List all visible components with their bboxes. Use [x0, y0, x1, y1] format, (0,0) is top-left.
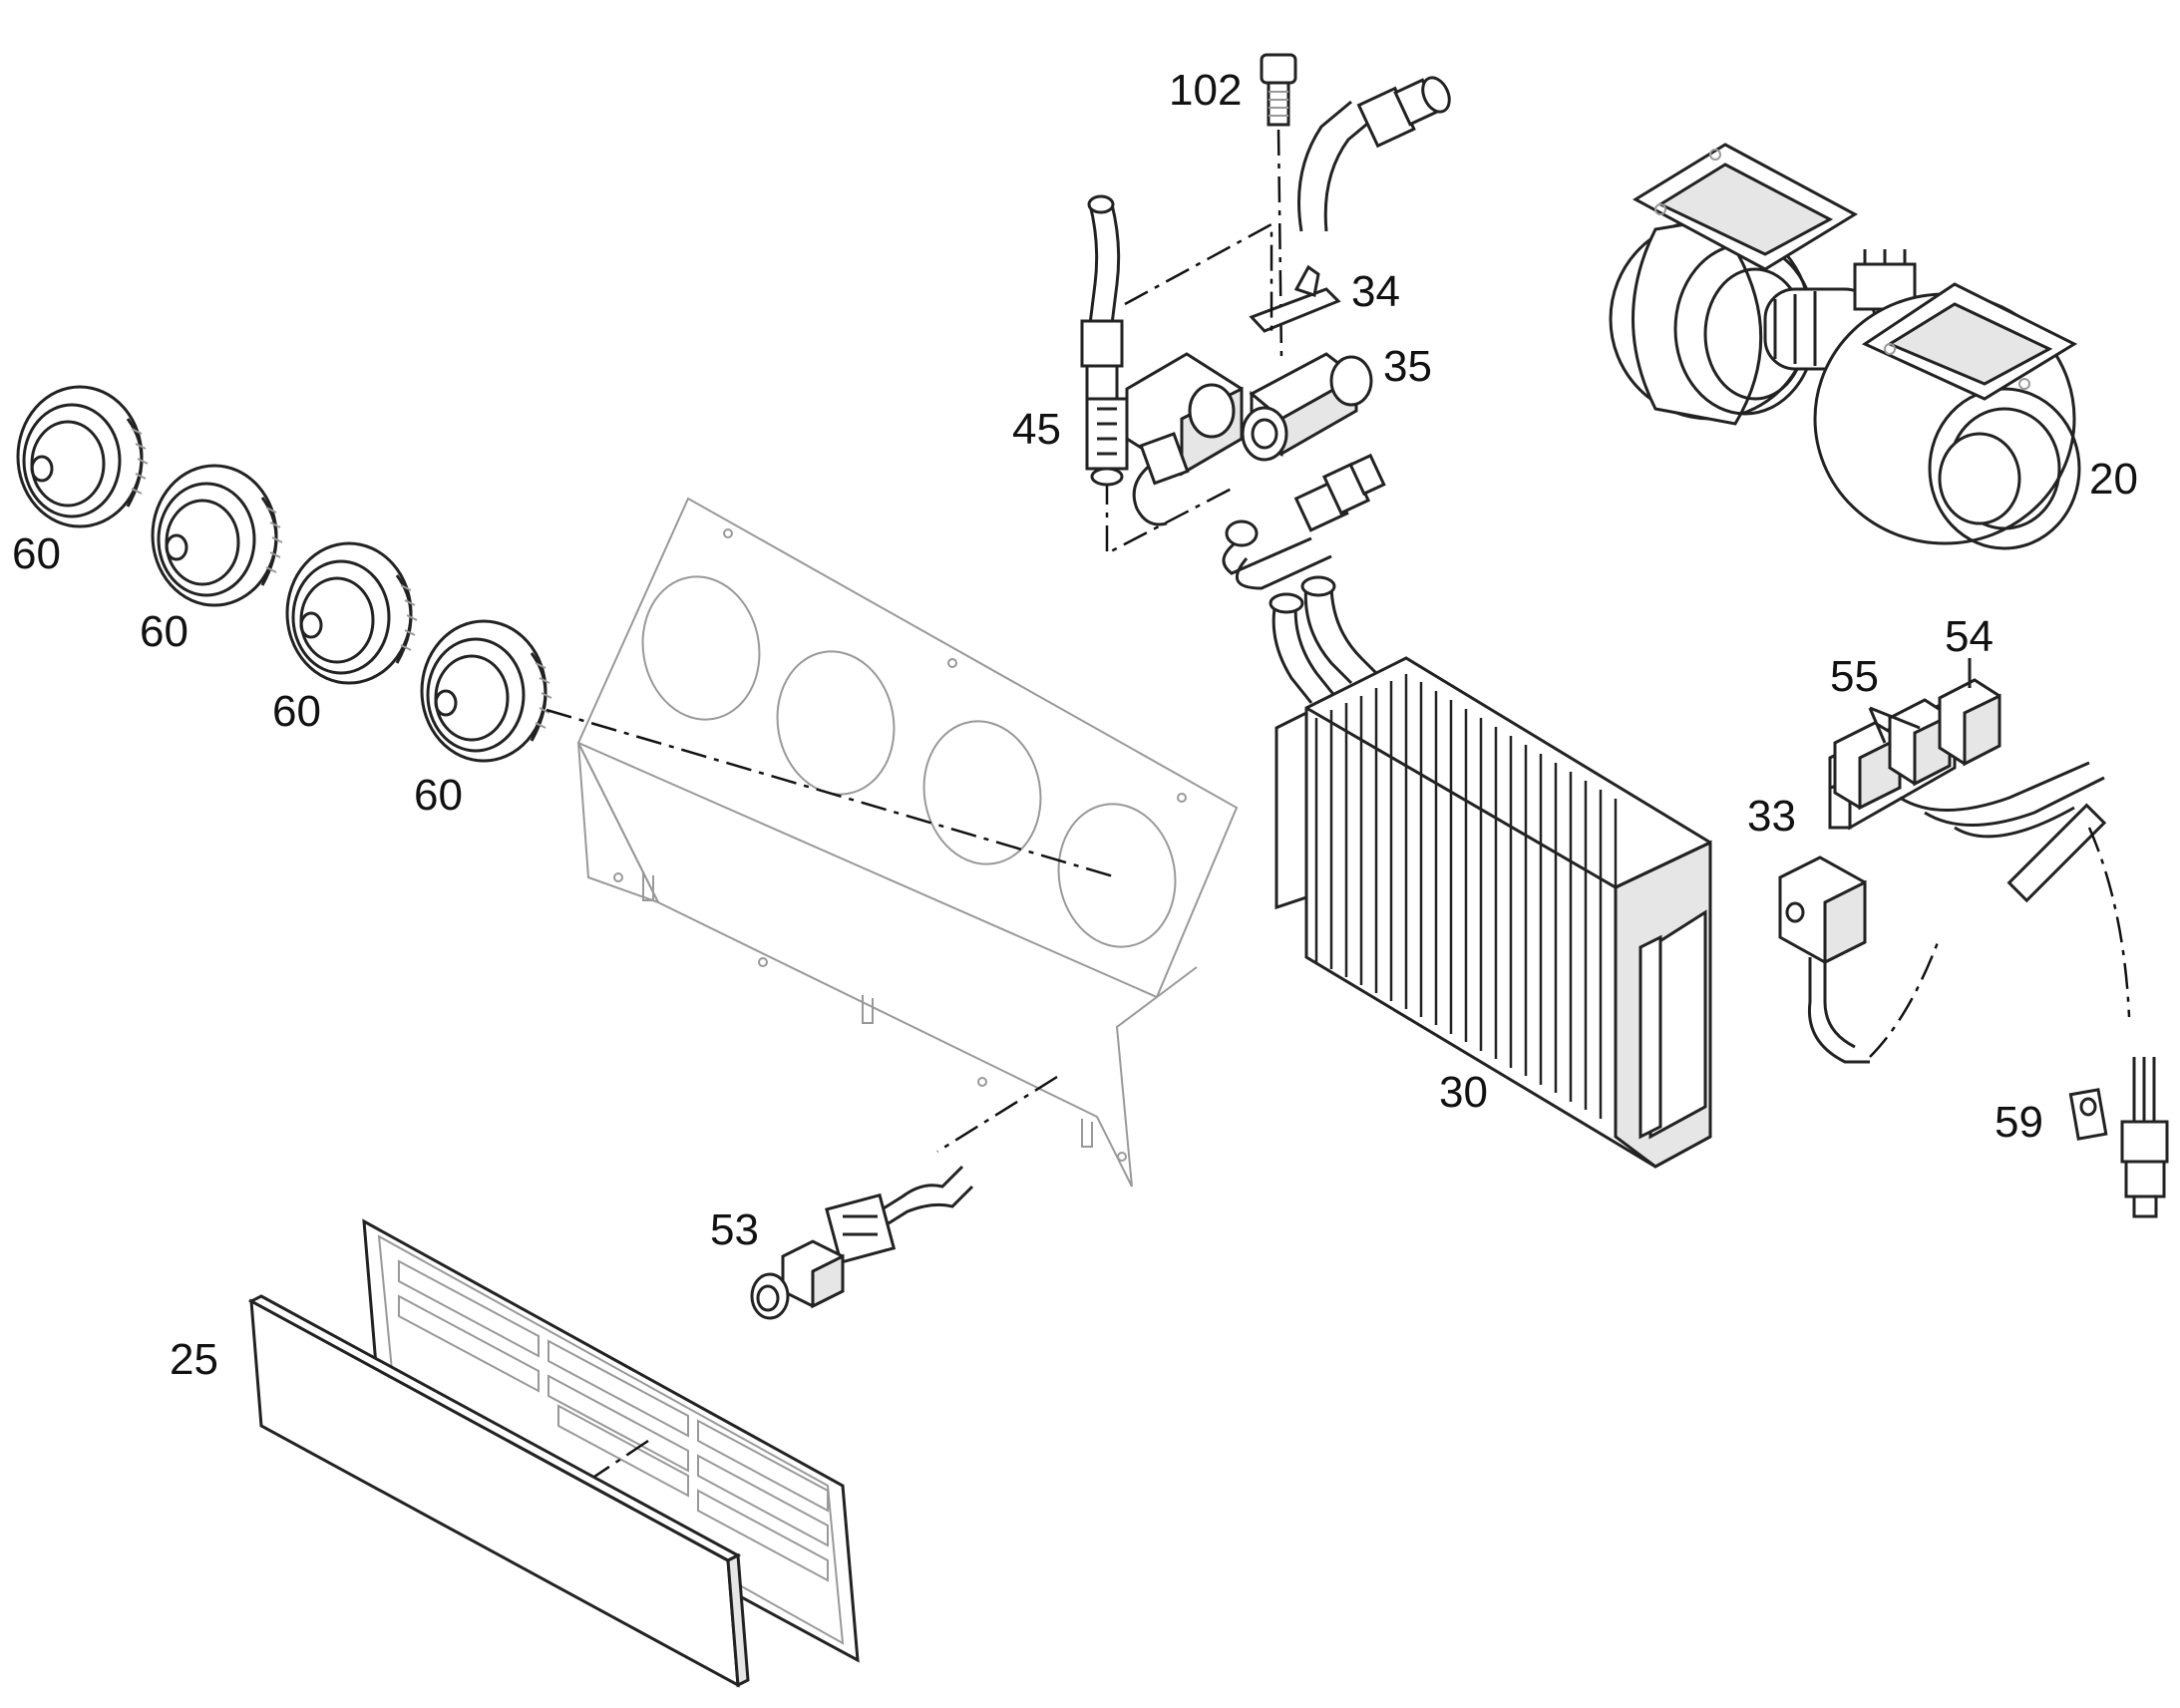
label-102: 102 [1169, 66, 1242, 115]
switch-33 [1778, 855, 1942, 1064]
solenoid-valve-45 [1080, 194, 1244, 526]
valve-leader-box-top [1124, 221, 1273, 334]
label-45: 45 [1012, 405, 1061, 454]
filter-frame [362, 1218, 860, 1663]
label-59: 59 [1995, 1098, 2043, 1147]
air-vent-3 [285, 541, 418, 685]
air-vent-2 [151, 464, 283, 607]
sensor-59 [2068, 1057, 2169, 1218]
label-60-3: 60 [272, 687, 321, 736]
label-34: 34 [1351, 267, 1400, 316]
label-55: 55 [1830, 652, 1879, 701]
label-60-1: 60 [12, 529, 61, 578]
relay-bracket-54-55 [1828, 658, 2131, 1018]
valve-block-35 [1241, 352, 1373, 462]
upper-pipe [1297, 76, 1451, 232]
label-25: 25 [170, 1335, 218, 1384]
label-30: 30 [1439, 1068, 1488, 1117]
air-vent-4 [420, 619, 552, 763]
filter-pad-25 [247, 1294, 750, 1688]
label-54: 54 [1945, 612, 1994, 661]
clip-34 [1249, 264, 1341, 333]
label-60-2: 60 [140, 607, 188, 656]
label-53: 53 [710, 1205, 759, 1254]
label-60-4: 60 [414, 771, 463, 820]
label-33: 33 [1747, 792, 1796, 841]
filter-leader-line [587, 1439, 649, 1483]
label-20: 20 [2089, 455, 2138, 504]
bolt-102 [1260, 53, 1297, 127]
part-labels: 102 34 35 45 20 60 60 60 60 54 55 33 30 … [12, 66, 2138, 1384]
blower-unit-20 [1609, 143, 2081, 550]
valve-leader-box-bottom [1105, 479, 1233, 556]
air-vent-1 [16, 385, 149, 528]
heater-core-30 [1269, 575, 1712, 1169]
vent-leader-line [545, 708, 1118, 879]
faceplate-panel [576, 497, 1239, 1188]
label-35: 35 [1383, 342, 1432, 391]
lower-pipe [1222, 453, 1386, 590]
switch-53 [750, 1075, 1058, 1320]
